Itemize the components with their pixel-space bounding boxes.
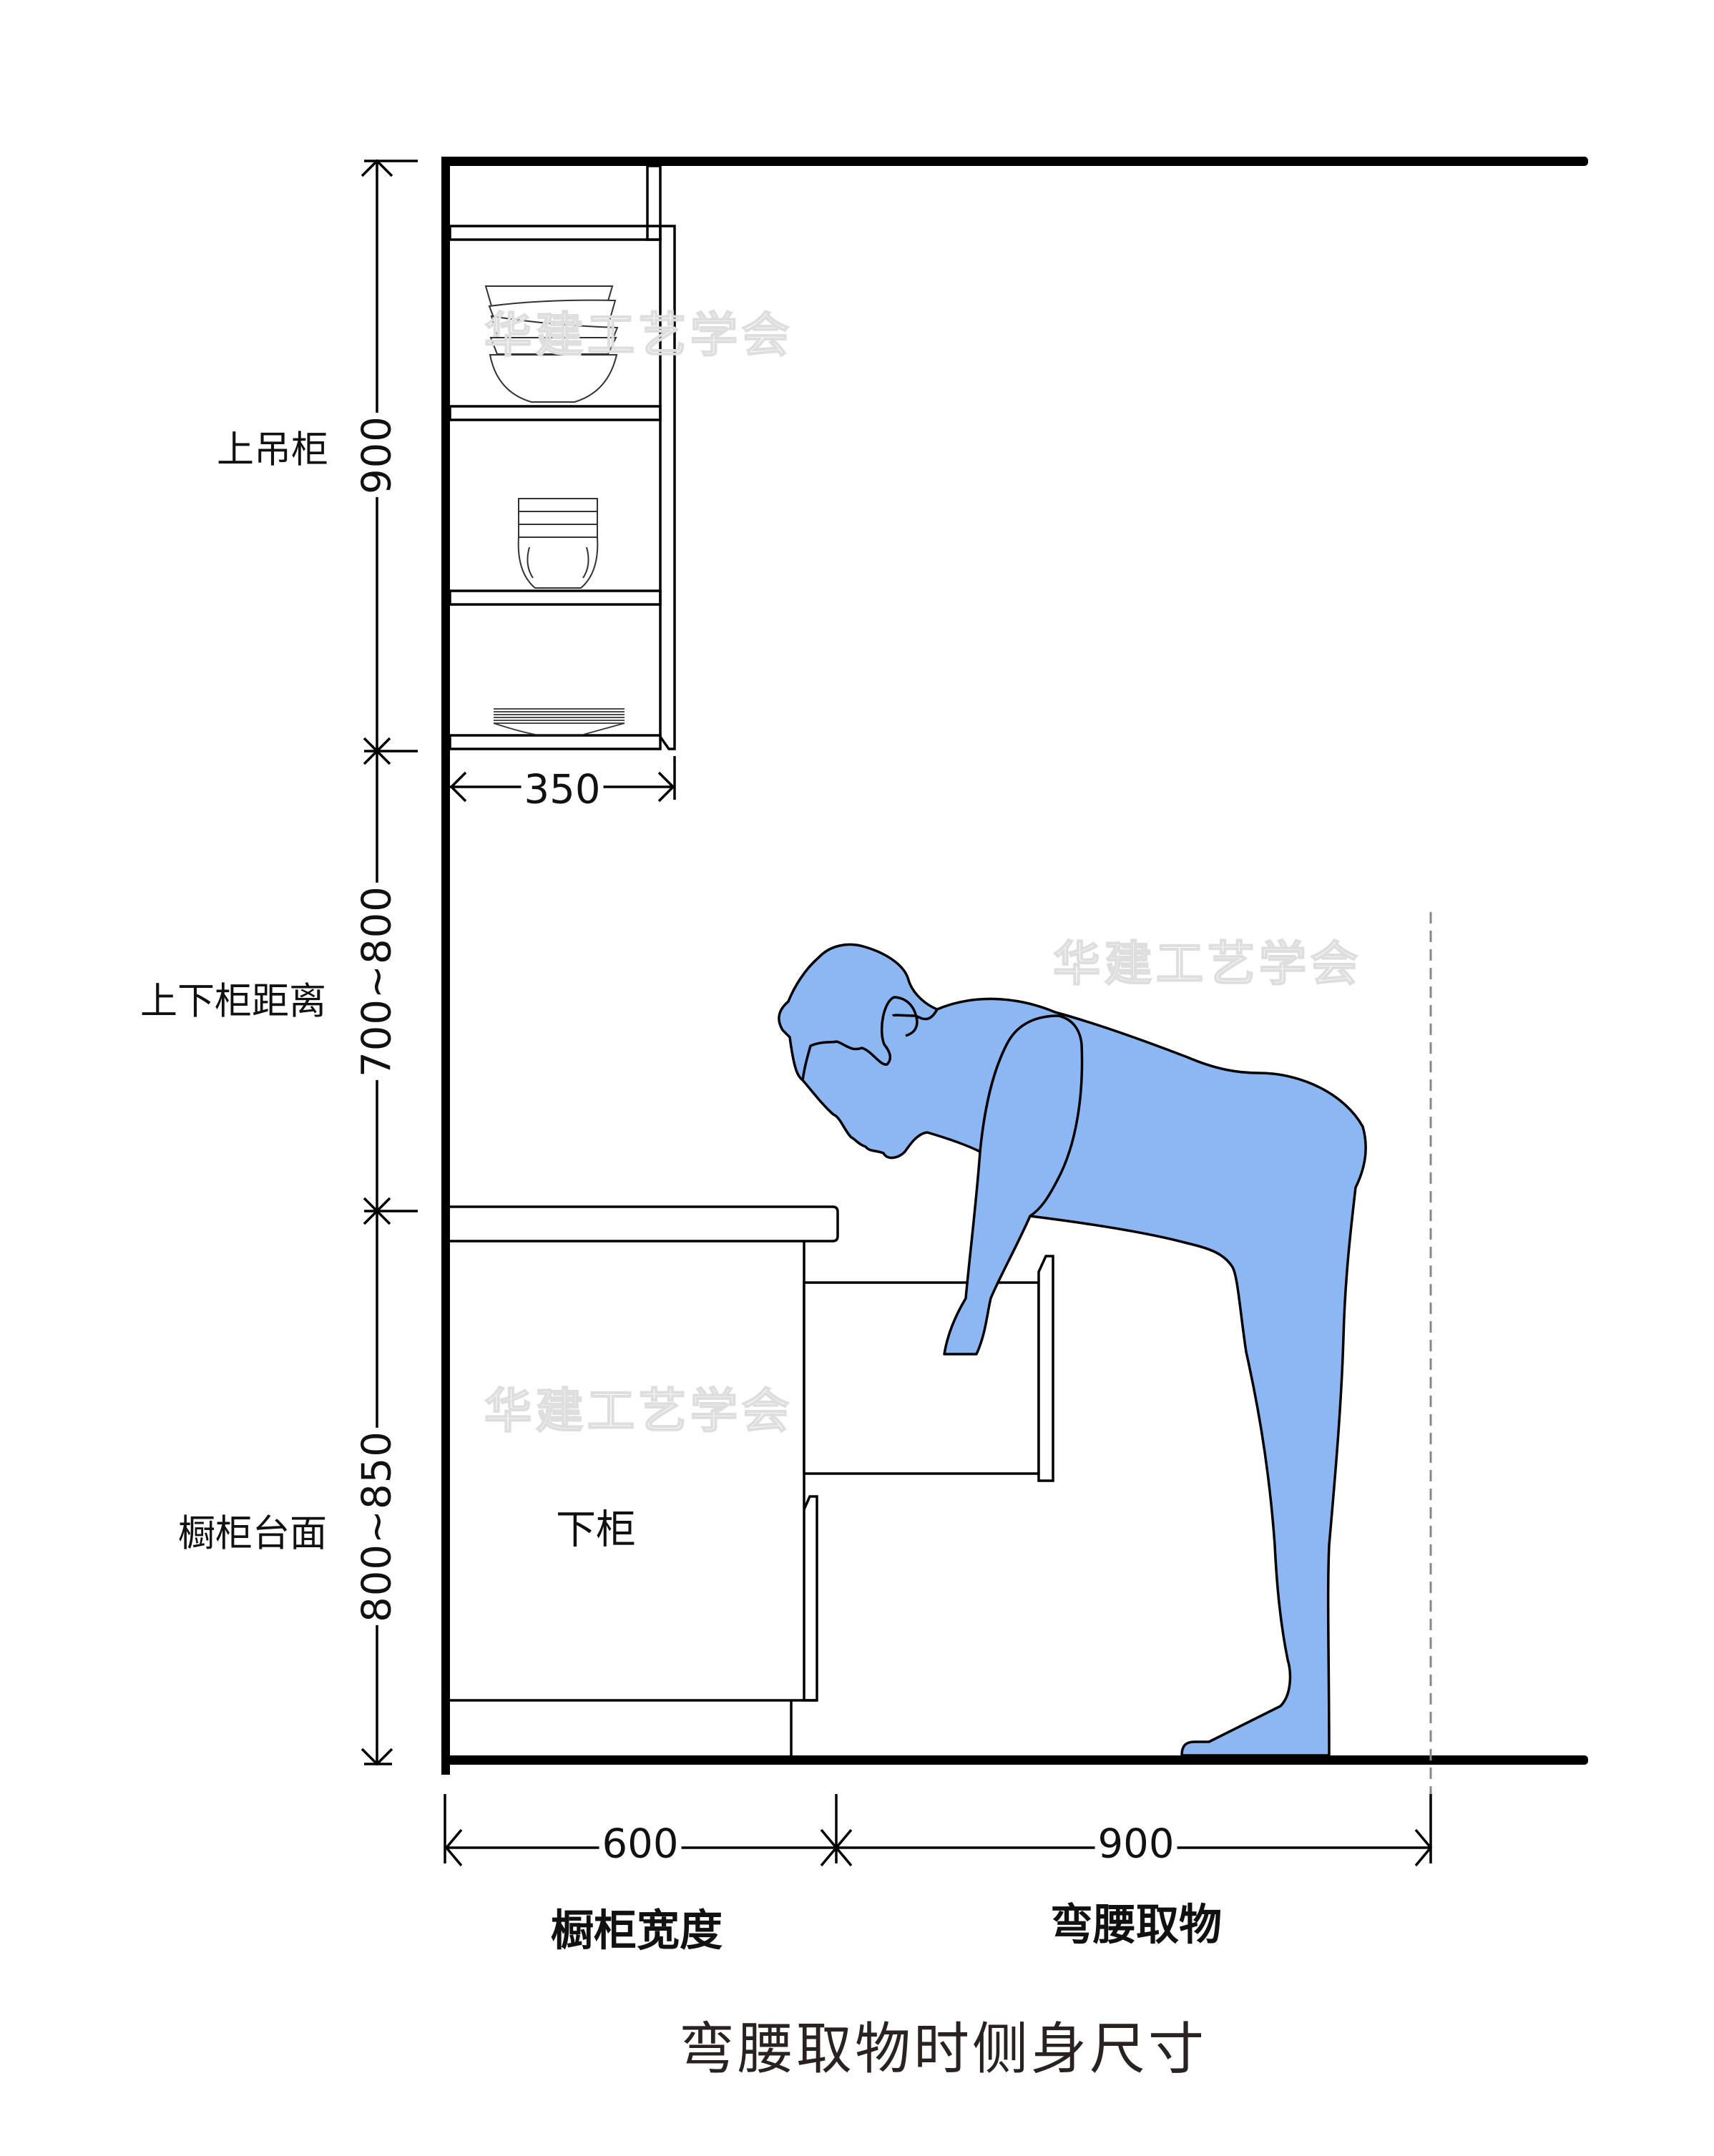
back-wall <box>441 157 450 1775</box>
person-face-line <box>801 996 919 1081</box>
upper-top-panel <box>449 225 662 241</box>
dimension-cabinet-width: 600 <box>599 1821 682 1868</box>
upper-bottom-panel <box>449 734 662 750</box>
dimension-countertop-height: 800~850 <box>353 1428 401 1625</box>
dimension-upper-cabinet-depth: 350 <box>521 766 604 813</box>
bowl-stack-top <box>484 285 619 403</box>
floor-line <box>441 1755 1588 1765</box>
label-cabinet-width: 橱柜宽度 <box>551 1906 723 1956</box>
dimension-bending-clearance: 900 <box>1094 1821 1177 1868</box>
ceiling-line <box>441 157 1588 166</box>
dimension-cabinet-gap: 700~800 <box>353 883 401 1080</box>
figure-caption: 弯腰取物时侧身尺寸 <box>678 2017 1208 2082</box>
upper-shelf-1 <box>449 405 662 421</box>
plate-stack <box>493 708 625 735</box>
watermark-text: 华建工艺学会 <box>1052 936 1362 992</box>
person-arm-outline <box>979 1014 1084 1217</box>
horizontal-dimension-line <box>444 1794 1433 1867</box>
person-jaw-line <box>891 1009 939 1021</box>
drawer-front <box>1037 1255 1054 1482</box>
dimension-upper-cabinet-height: 900 <box>353 413 401 497</box>
person-bending-figure <box>778 943 1367 1757</box>
upper-shelf-2 <box>449 589 662 606</box>
label-countertop-height: 橱柜台面 <box>177 1512 328 1556</box>
bowl-stack-middle <box>517 498 599 589</box>
upper-filler <box>646 165 662 241</box>
drawer-box <box>803 1281 1040 1475</box>
label-cabinet-gap: 上下柜距离 <box>139 980 327 1024</box>
label-upper-cabinet: 上吊柜 <box>216 428 329 472</box>
person-body <box>778 943 1367 1757</box>
upper-door <box>659 225 676 750</box>
walls <box>441 157 1588 1775</box>
lower-cabinet <box>450 1205 1054 1755</box>
label-bending-clearance: 弯腰取物 <box>1050 1900 1222 1951</box>
watermark-text: 华建工艺学会 <box>484 307 793 363</box>
countertop <box>450 1205 839 1243</box>
lower-door <box>803 1495 818 1702</box>
upper-cabinet <box>449 165 676 750</box>
watermark-text: 华建工艺学会 <box>484 1383 793 1439</box>
label-lower-cabinet: 下柜 <box>556 1506 636 1554</box>
